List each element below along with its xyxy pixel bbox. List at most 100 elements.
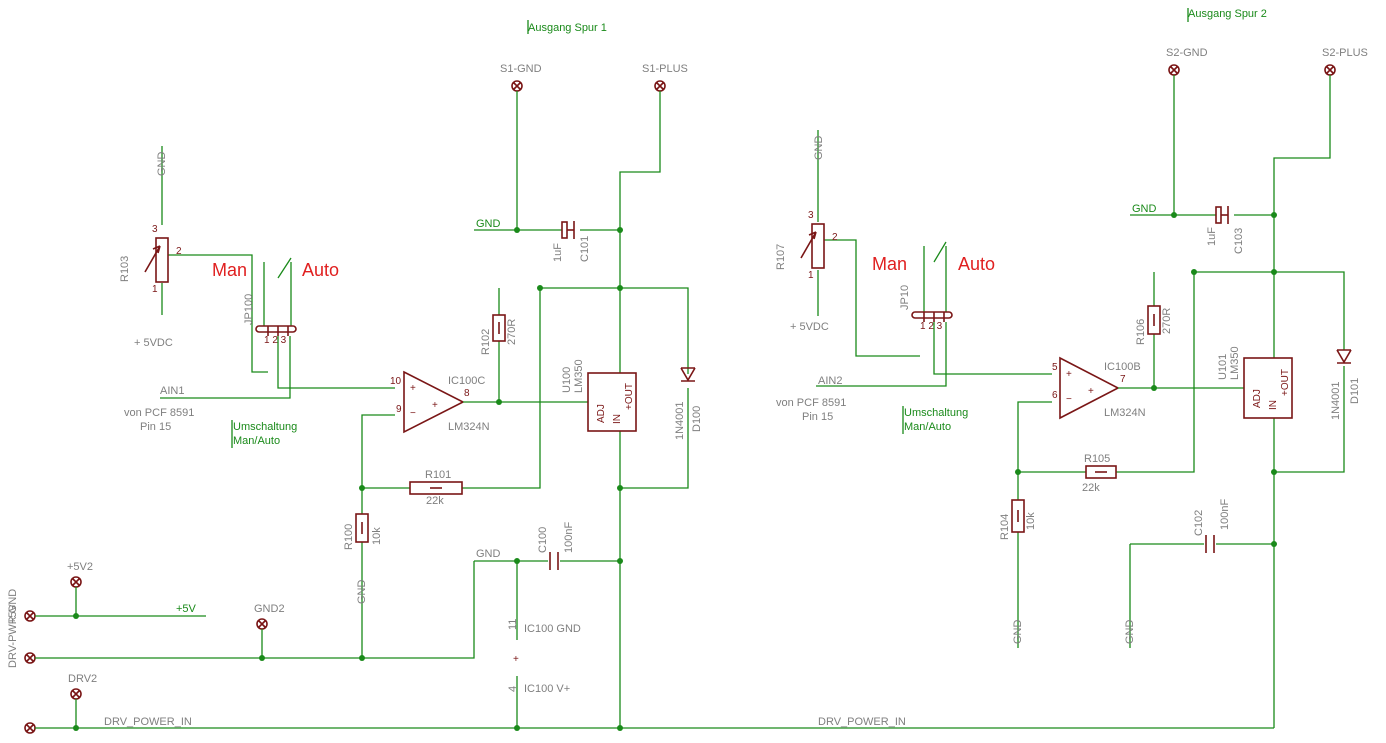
pad-drv-power[interactable] [24,722,36,734]
svg-text:DRV2: DRV2 [68,673,97,685]
pad-s2-plus[interactable] [1324,64,1336,76]
svg-text:1 2 3: 1 2 3 [920,321,943,332]
svg-text:GND: GND [1132,203,1157,215]
opamp-ic100b: + − + [1059,356,1120,420]
net-title-left: Ausgang Spur 1 [528,22,607,34]
svg-text:U101: U101 [1217,354,1229,380]
svg-text:ADJ: ADJ [1252,389,1263,408]
opamp-ic100c: + − + [403,370,465,434]
svg-text:10k: 10k [1025,512,1037,530]
svg-text:5: 5 [1052,362,1058,373]
net-title-right: Ausgang Spur 2 [1188,8,1267,20]
svg-text:D100: D100 [691,406,703,432]
svg-text:2: 2 [832,232,838,243]
svg-text:9: 9 [396,404,402,415]
left-section: Ausgang Spur 1 S1-GND S1-PLUS GND 1uF C1… [7,20,1274,734]
svg-text:Pin 15: Pin 15 [802,411,833,423]
svg-text:AIN1: AIN1 [160,385,184,397]
net-drv-power-right: DRV_POWER_IN [818,716,906,728]
svg-text:C100: C100 [537,527,549,553]
resistor-r106 [1147,305,1161,335]
svg-text:S2-PLUS: S2-PLUS [1322,47,1368,59]
svg-text:+5V: +5V [7,603,19,624]
diode-d100 [680,367,696,382]
svg-text:10k: 10k [371,527,383,545]
svg-text:22k: 22k [426,495,444,507]
svg-text:100nF: 100nF [1219,499,1231,530]
svg-text:1uF: 1uF [552,243,564,262]
pad-s1-gnd[interactable] [511,80,523,92]
svg-text:+ 5VDC: + 5VDC [790,321,829,333]
pad-plus5v[interactable] [24,610,36,622]
svg-text:Umschaltung: Umschaltung [233,421,297,433]
pad-drv2[interactable] [70,688,82,700]
svg-text:1N4001: 1N4001 [674,401,686,440]
label-auto-left: Auto [302,260,339,280]
pad-s2-gnd[interactable] [1168,64,1180,76]
svg-text:11: 11 [507,619,519,630]
svg-text:+: + [410,383,416,394]
svg-text:GND: GND [1124,620,1136,645]
svg-text:+: + [1066,369,1072,380]
svg-text:C103: C103 [1233,228,1245,254]
svg-text:R106: R106 [1135,319,1147,345]
pad-gnd2[interactable] [256,618,268,630]
svg-text:270R: 270R [506,319,518,345]
capacitor-c100 [549,552,559,570]
jumper-jp10[interactable] [911,311,953,322]
svg-text:+ 5VDC: + 5VDC [134,337,173,349]
svg-text:U100: U100 [561,367,573,393]
svg-text:GND: GND [476,548,501,560]
svg-text:+OUT: +OUT [1280,369,1291,396]
svg-text:−: − [410,408,416,419]
pad-s1-plus[interactable] [654,80,666,92]
right-section: Ausgang Spur 2 S2-GND S2-PLUS GND 1uF C1… [775,8,1368,728]
svg-text:C102: C102 [1193,510,1205,536]
svg-text:LM324N: LM324N [1104,407,1146,419]
ic100-vplus-label: IC100 V+ [524,683,570,695]
svg-text:2: 2 [176,246,182,257]
svg-text:10: 10 [390,376,402,387]
pad-s1-gnd-label: S1-GND [500,63,542,75]
regulator-u101 [1243,357,1293,419]
gnd-top-label-left: GND [476,218,501,230]
svg-text:IN: IN [612,414,623,424]
capacitor-c102 [1205,535,1215,553]
svg-text:IC100C: IC100C [448,375,485,387]
svg-text:C101: C101 [579,236,591,262]
svg-text:6: 6 [1052,390,1058,401]
resistor-r102 [492,314,506,342]
label-auto-right: Auto [958,254,995,274]
svg-text:Pin 15: Pin 15 [140,421,171,433]
jumper-jp100[interactable] [255,325,297,336]
svg-text:LM350: LM350 [1229,346,1241,380]
svg-text:+: + [513,654,519,665]
svg-text:LM324N: LM324N [448,421,490,433]
svg-text:AIN2: AIN2 [818,375,842,387]
label-man-left: Man [212,260,247,280]
potentiometer-r103 [144,237,169,283]
svg-text:von PCF 8591: von PCF 8591 [124,407,194,419]
svg-text:S2-GND: S2-GND [1166,47,1208,59]
svg-text:R104: R104 [999,514,1011,540]
pad-s1-plus-label: S1-PLUS [642,63,688,75]
svg-text:Umschaltung: Umschaltung [904,407,968,419]
svg-text:+: + [432,400,438,411]
pad-plus5v2[interactable] [70,576,82,588]
resistor-r100 [355,513,369,543]
svg-text:4: 4 [507,686,519,692]
svg-text:22k: 22k [1082,482,1100,494]
ic100-gnd-label: IC100 GND [524,623,581,635]
svg-text:R103: R103 [119,256,131,282]
svg-text:3: 3 [152,224,158,235]
capacitor-c103 [1215,206,1229,224]
svg-text:JP10: JP10 [899,285,911,310]
svg-text:GND: GND [1012,620,1024,645]
regulator-u100 [587,372,637,432]
capacitor-c101 [561,221,575,239]
svg-text:von PCF 8591: von PCF 8591 [776,397,846,409]
svg-text:Man/Auto: Man/Auto [904,421,951,433]
svg-text:1: 1 [808,270,814,281]
pad-drvpwr-gnd[interactable] [24,652,36,664]
svg-text:+5V: +5V [176,603,197,615]
